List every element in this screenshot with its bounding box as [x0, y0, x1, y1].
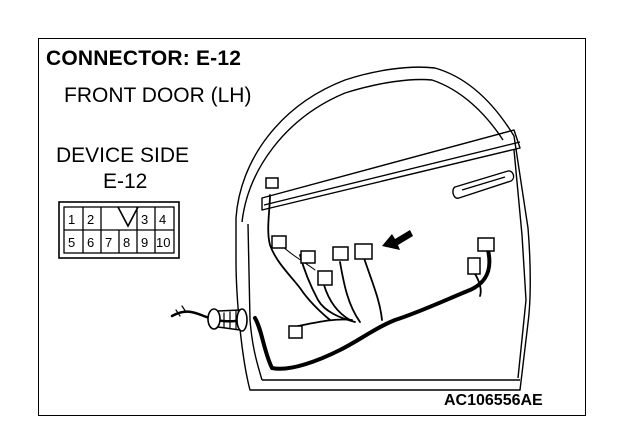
wiring-harness [170, 194, 492, 371]
pin-label: 4 [159, 212, 166, 227]
door-outline [235, 66, 531, 391]
pin-label: 8 [123, 235, 130, 250]
pin-label: 6 [87, 235, 94, 250]
connector-block [332, 246, 349, 261]
connector-block [477, 237, 495, 252]
connector-block [317, 270, 333, 286]
pin-labels: 1 2 3 4 5 6 7 8 9 10 [68, 212, 170, 250]
indicator-arrow-icon [382, 230, 413, 250]
pin-label: 1 [68, 212, 75, 227]
pin-label: 7 [105, 235, 112, 250]
connector-block [288, 325, 303, 339]
connector-block [354, 243, 373, 260]
pin-label: 9 [141, 235, 148, 250]
pin-label: 2 [87, 212, 94, 227]
figure-frame [38, 38, 586, 416]
connector-block [265, 177, 279, 189]
pin-label: 5 [68, 235, 75, 250]
figure-code: AC106556AE [444, 392, 543, 409]
harness-connectors [265, 177, 495, 339]
view-code: E-12 [103, 170, 148, 193]
connector-block [300, 250, 316, 264]
view-label: DEVICE SIDE [56, 144, 190, 167]
connector-title: CONNECTOR: E-12 [46, 47, 242, 70]
connector-face [58, 201, 180, 259]
connector-block [467, 257, 481, 275]
pin-label: 10 [156, 235, 170, 250]
connector-block [271, 235, 287, 249]
pin-label: 3 [141, 212, 148, 227]
connector-location: FRONT DOOR (LH) [64, 84, 252, 107]
